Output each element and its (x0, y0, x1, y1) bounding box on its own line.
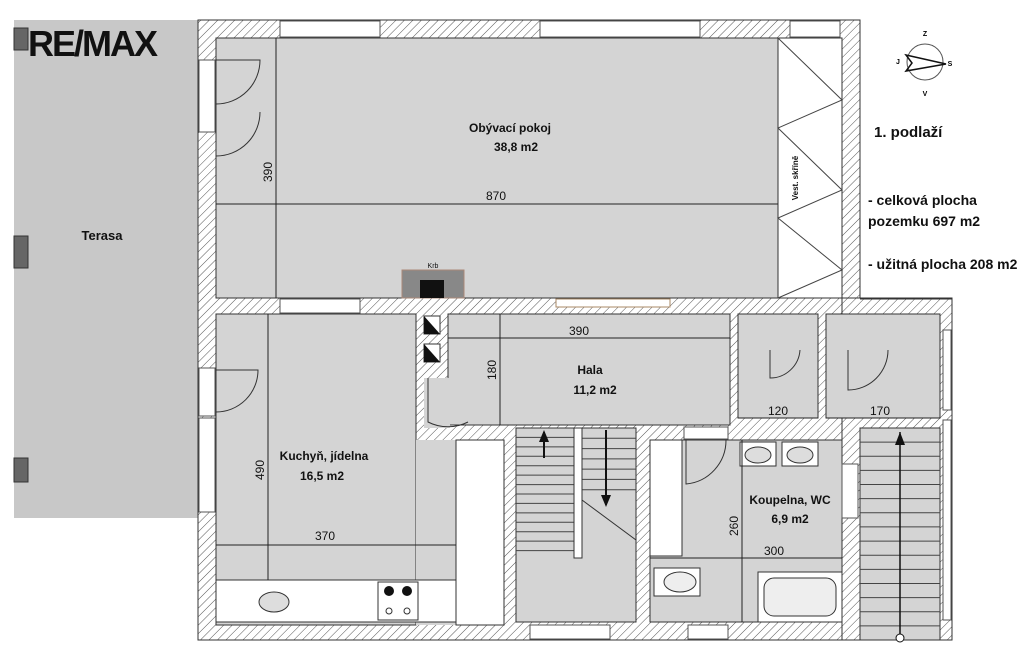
fireplace-label: Krb (428, 263, 439, 270)
hall-width: 390 (569, 324, 589, 338)
bathtub-basin (763, 577, 837, 617)
plot-area: - celková plocha pozemku 697 m2 (868, 192, 981, 229)
burner (402, 586, 412, 596)
remax-logo: RE/MAX (28, 23, 158, 64)
bathroom-width: 300 (764, 544, 784, 558)
sink-icon (258, 591, 290, 613)
right-staircase (859, 427, 941, 643)
fireplace-box (420, 280, 444, 298)
small-room-1 (737, 313, 819, 419)
bathroom-height: 260 (727, 516, 741, 536)
windows (198, 20, 952, 640)
terrace-post (13, 457, 29, 483)
small-room-1-width: 120 (768, 404, 788, 418)
hall-height: 180 (485, 360, 499, 380)
terrace-label: Terasa (82, 228, 124, 243)
terrace-post (13, 235, 29, 269)
bathroom-name: Koupelna, WC (749, 493, 831, 507)
svg-text:V: V (923, 91, 928, 98)
wardrobe-doors (777, 37, 843, 299)
bathroom-area: 6,9 m2 (771, 512, 809, 526)
flue-icon (424, 344, 440, 362)
living-room-width: 870 (486, 189, 506, 203)
dimension-lines (216, 38, 940, 622)
kitchen-width: 370 (315, 529, 335, 543)
bath-partition (649, 439, 683, 557)
kitchen-height: 490 (253, 460, 267, 480)
kitchen-counter (215, 579, 457, 623)
flue-icon (424, 316, 440, 334)
small-room-2 (825, 313, 941, 419)
stove-icon (377, 581, 419, 621)
hall-area: 11,2 m2 (573, 383, 617, 397)
usable-area: - užitná plocha 208 m2 (868, 256, 1018, 272)
living-room (215, 37, 843, 299)
living-room-area: 38,8 m2 (494, 140, 538, 154)
pantry (455, 439, 505, 626)
doors (215, 59, 889, 541)
terrace-post (13, 27, 29, 51)
toilet-bowl (663, 571, 697, 593)
wardrobe-label: Vest. skříně (791, 155, 800, 200)
floor-title: 1. podlaží (874, 124, 943, 141)
compass-icon: Z V J S (896, 31, 953, 98)
wardrobe (777, 37, 843, 299)
living-room-height: 390 (261, 162, 275, 182)
svg-text:J: J (896, 59, 900, 66)
window (279, 298, 361, 314)
basin-bowl (786, 446, 814, 464)
burner (403, 607, 411, 615)
small-room-2-width: 170 (870, 404, 890, 418)
basin-bowl (744, 446, 772, 464)
svg-text:S: S (948, 61, 953, 68)
sliding-door (555, 298, 671, 308)
kitchen-name: Kuchyň, jídelna (280, 449, 369, 463)
hall (447, 313, 731, 426)
burner (385, 607, 393, 615)
terrace (14, 20, 198, 518)
kitchen-area: 16,5 m2 (300, 469, 344, 483)
staircase (515, 427, 637, 623)
burner (384, 586, 394, 596)
kitchen (215, 313, 417, 626)
svg-text:Z: Z (923, 31, 928, 38)
hall-name: Hala (577, 363, 603, 377)
living-room-name: Obývací pokoj (469, 121, 551, 135)
